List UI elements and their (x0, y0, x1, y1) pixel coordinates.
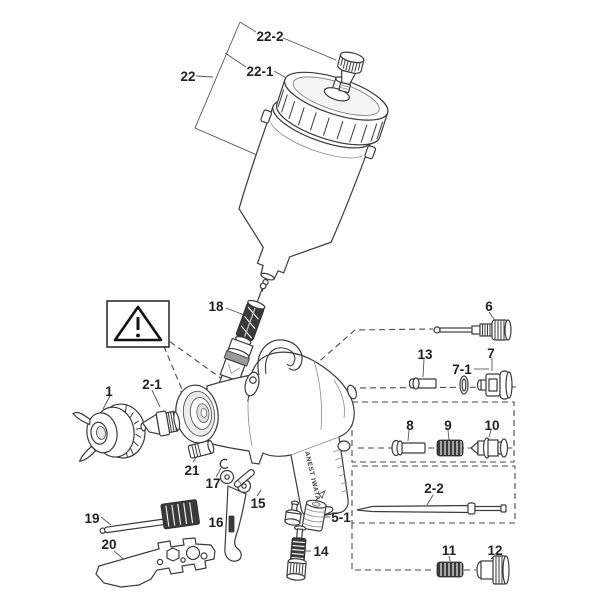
label-2-1: 2-1 (142, 377, 162, 392)
label-14: 14 (313, 544, 329, 559)
part-air-valve-14 (286, 525, 307, 581)
part-wrench (95, 537, 216, 588)
label-6: 6 (485, 299, 493, 314)
part-fluid-needle (356, 502, 507, 515)
part-spring-9 (436, 439, 464, 457)
label-2-2: 2-2 (424, 481, 444, 496)
label-18: 18 (208, 299, 224, 314)
part-spring-11 (436, 561, 464, 578)
gun-hook (257, 339, 303, 376)
part-needle-set-6 (433, 319, 512, 341)
label-9: 9 (444, 418, 452, 433)
label-16: 16 (208, 515, 224, 530)
label-22-1: 22-1 (246, 64, 274, 79)
label-12: 12 (487, 543, 502, 558)
part-cleaning-brush (99, 499, 200, 534)
part-lid-cap (337, 51, 365, 94)
part-trigger-stud (233, 469, 255, 488)
label-11: 11 (442, 543, 457, 558)
part-screw-8 (391, 439, 426, 457)
part-air-nipple-5-1 (301, 499, 327, 532)
label-15: 15 (250, 496, 266, 511)
label-17: 17 (205, 476, 220, 491)
label-5-1: 5-1 (331, 510, 351, 525)
brand-logo-triangle (318, 490, 326, 499)
warning-triangle-icon (106, 300, 170, 348)
part-pin-13 (408, 377, 437, 390)
part-air-valve-10 (470, 437, 509, 459)
label-22: 22 (180, 69, 195, 84)
label-8: 8 (406, 418, 414, 433)
gun-barrel-opening (175, 384, 219, 444)
label-21: 21 (184, 463, 200, 478)
part-air-cap (72, 403, 146, 462)
part-trigger (219, 469, 252, 562)
label-7: 7 (487, 346, 495, 361)
part-nipple-21 (187, 439, 215, 459)
label-7-1: 7-1 (452, 362, 472, 377)
part-cup-lid (275, 71, 389, 146)
part-valve-stem (284, 500, 302, 526)
label-13: 13 (417, 347, 433, 362)
part-labels: 1 2-1 2-2 5-1 6 7 7-1 8 9 10 11 12 13 14… (84, 29, 502, 559)
part-valve-set-7 (476, 370, 513, 400)
label-20: 20 (101, 537, 116, 552)
label-22-2: 22-2 (256, 29, 283, 44)
part-gun-body: ANEST IWATA (175, 339, 358, 518)
gun-side-stud (244, 371, 260, 402)
part-fluid-nozzle (140, 410, 181, 437)
part-e-ring (219, 458, 229, 470)
label-10: 10 (484, 418, 499, 433)
label-19: 19 (84, 511, 99, 526)
part-packing-7-1 (459, 375, 469, 395)
part-adjust-knob-12 (476, 555, 510, 585)
label-1: 1 (105, 384, 113, 399)
